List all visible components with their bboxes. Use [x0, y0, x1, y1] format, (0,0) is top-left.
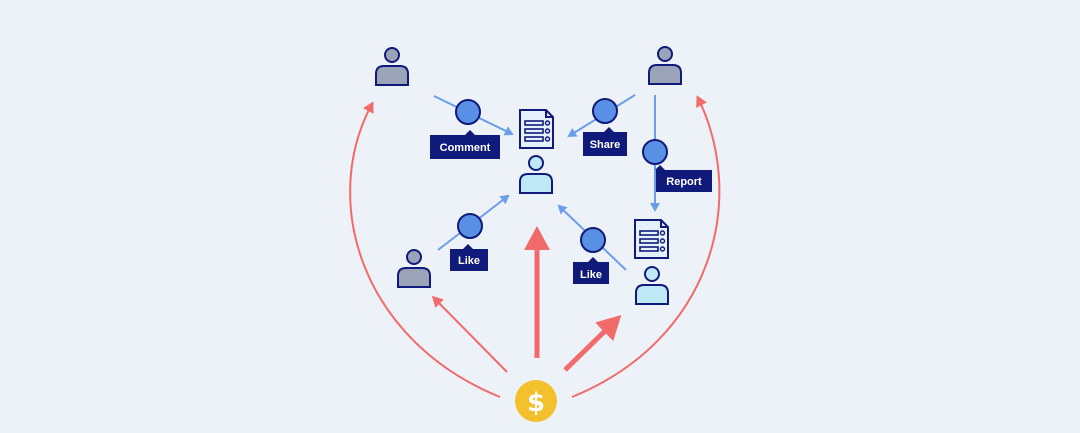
share-label: Share — [583, 127, 627, 156]
comment-label-text: Comment — [440, 142, 491, 154]
like-right-label-text: Like — [580, 269, 602, 281]
money-arrow-right-creator — [563, 315, 622, 372]
like-right-node-icon — [580, 227, 606, 253]
like-left-label: Like — [450, 244, 488, 271]
money-arrow-top-left — [349, 101, 501, 398]
dollar-symbol: $ — [527, 388, 545, 418]
dollar-coin-icon: $ — [515, 380, 557, 422]
person-icon — [375, 47, 409, 86]
like-right-label: Like — [573, 257, 609, 284]
money-arrow-left-user — [431, 295, 508, 373]
person-icon — [648, 46, 682, 85]
creator-person-icon — [519, 155, 553, 194]
money-arrow-top-right — [571, 95, 721, 398]
like-left-label-text: Like — [458, 255, 480, 267]
document-icon — [634, 219, 669, 259]
comment-node-icon — [455, 99, 481, 125]
report-node-icon — [642, 139, 668, 165]
comment-label: Comment — [430, 130, 500, 159]
share-node-icon — [592, 98, 618, 124]
share-label-text: Share — [590, 139, 621, 151]
creator-person-icon — [635, 266, 669, 305]
like-left-node-icon — [457, 213, 483, 239]
person-icon — [397, 249, 431, 288]
interaction-nodes — [455, 98, 668, 253]
money-flow-arrows — [349, 95, 721, 398]
report-label-text: Report — [666, 176, 702, 188]
document-icon — [519, 109, 554, 149]
report-label: Report — [655, 165, 712, 192]
